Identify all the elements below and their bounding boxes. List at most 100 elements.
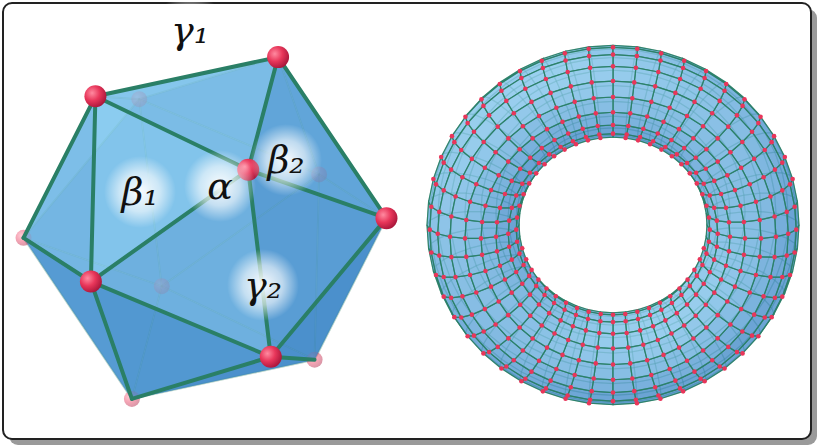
vertex <box>479 97 484 102</box>
vertex <box>742 220 747 225</box>
mesh-quad <box>592 81 613 98</box>
vertex <box>586 317 591 322</box>
vertex <box>468 273 473 278</box>
vertex <box>509 290 514 295</box>
vertex <box>700 263 705 268</box>
vertex <box>483 203 488 208</box>
vertex <box>542 293 547 298</box>
vertex <box>656 393 661 398</box>
vertex <box>517 147 522 152</box>
vertex <box>611 79 616 84</box>
vertex <box>534 171 539 176</box>
vertex-label: β₁ <box>121 173 158 211</box>
vertex <box>514 270 519 275</box>
mesh-quad <box>592 379 613 393</box>
vertex <box>695 181 700 186</box>
vertex <box>677 127 682 132</box>
vertex <box>626 345 631 350</box>
vertex <box>725 299 730 304</box>
vertex <box>483 165 488 170</box>
vertex <box>434 273 439 278</box>
vertex <box>529 100 534 105</box>
mesh-quad <box>613 348 630 365</box>
vertex <box>635 47 640 52</box>
vertex <box>464 255 469 260</box>
vertex <box>481 104 486 109</box>
vertex <box>694 292 699 297</box>
vertex <box>529 369 534 374</box>
mesh-quad <box>590 66 613 82</box>
vertex <box>586 47 591 52</box>
vertex <box>552 331 557 336</box>
vertex <box>589 389 594 394</box>
vertex <box>632 389 637 394</box>
vertex <box>661 120 666 125</box>
vertex <box>773 167 778 172</box>
vertex <box>679 293 684 298</box>
vertex <box>520 281 525 286</box>
vertex <box>701 246 706 251</box>
vertex <box>611 313 616 318</box>
vertex <box>528 171 533 176</box>
vertex <box>489 284 494 289</box>
vertex <box>655 338 660 343</box>
vertex <box>611 52 616 57</box>
vertex <box>641 342 646 347</box>
vertex <box>465 334 470 339</box>
vertex <box>548 91 553 96</box>
vertex <box>757 218 762 223</box>
vertex-label: γ₂ <box>244 266 282 304</box>
vertex <box>701 124 706 129</box>
vertex <box>611 95 616 100</box>
vertex <box>772 255 777 260</box>
vertex <box>685 359 690 364</box>
vertex <box>738 269 743 274</box>
vertex <box>685 114 690 119</box>
vertex <box>707 270 712 275</box>
vertex <box>554 367 559 372</box>
vertex <box>790 177 795 182</box>
vertex <box>712 290 717 295</box>
vertex <box>577 114 582 119</box>
vertex <box>544 286 549 291</box>
vertex <box>474 290 479 295</box>
vertex <box>739 165 744 170</box>
vertex <box>452 315 457 320</box>
vertex <box>489 188 494 193</box>
vertex <box>499 366 504 371</box>
vertex-label: γ₁ <box>171 11 209 49</box>
vertex <box>537 302 542 307</box>
label-glow <box>154 0 226 66</box>
vertex <box>519 76 524 81</box>
mesh-edge <box>132 357 271 399</box>
vertex <box>611 346 616 351</box>
vertex <box>638 328 643 333</box>
vertex <box>704 325 709 330</box>
vertex <box>701 281 706 286</box>
vertex <box>719 277 724 282</box>
vertex <box>465 121 470 126</box>
vertex <box>685 277 690 282</box>
vertex <box>565 70 570 75</box>
vertex <box>773 296 778 301</box>
vertex <box>521 263 526 268</box>
vertex <box>636 317 641 322</box>
vertex <box>722 366 727 371</box>
vertex <box>460 294 465 299</box>
vertex <box>752 312 757 317</box>
vertex <box>435 231 440 236</box>
vertex <box>691 136 696 141</box>
vertex <box>460 175 465 180</box>
vertex <box>506 159 511 164</box>
vertex <box>733 284 738 289</box>
mesh-quad <box>598 333 613 349</box>
vertex <box>470 312 475 317</box>
vertex <box>593 111 598 116</box>
vertex <box>441 294 446 299</box>
vertex <box>504 364 509 369</box>
vertex <box>661 353 666 358</box>
vertex <box>495 249 500 254</box>
vertex <box>611 377 616 382</box>
vertex <box>628 111 633 116</box>
vertex <box>519 379 524 384</box>
